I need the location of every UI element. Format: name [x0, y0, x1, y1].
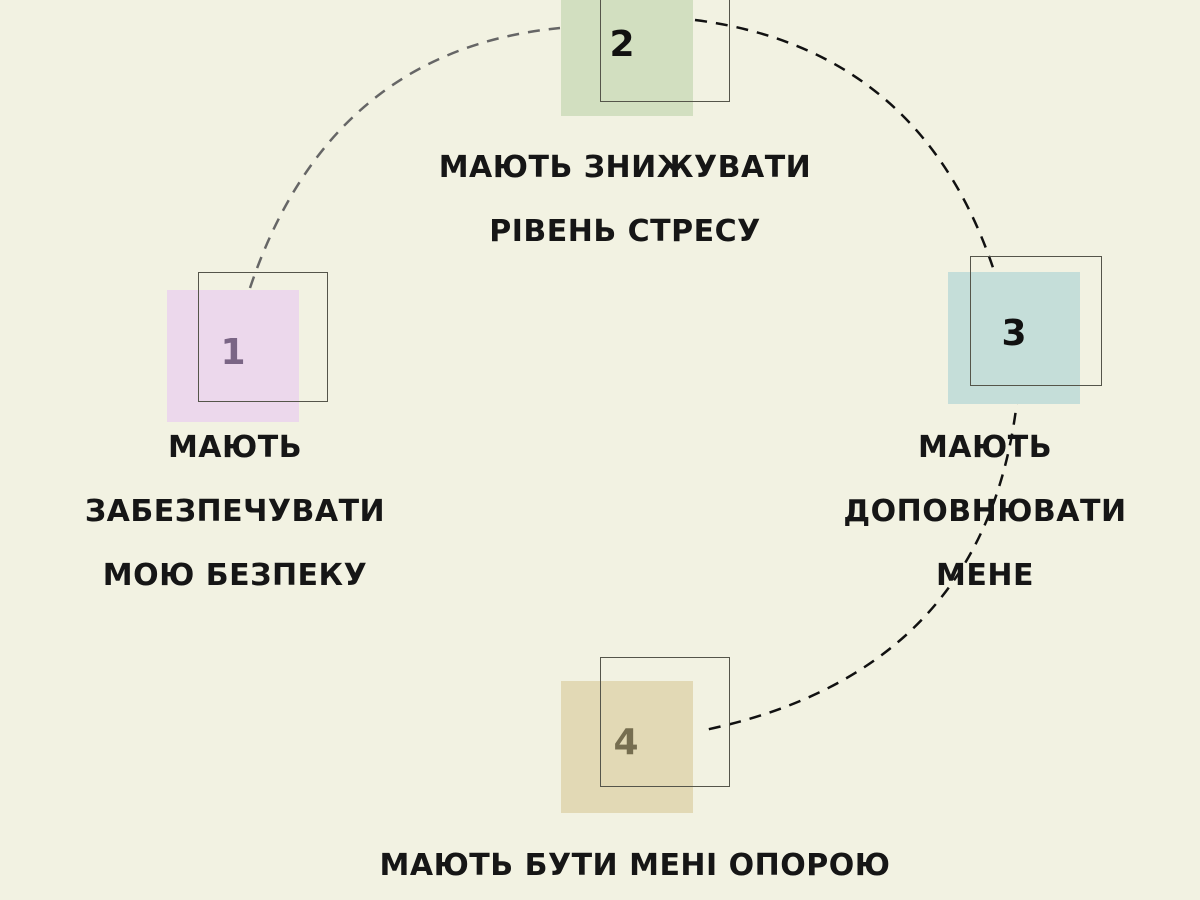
step-3-number: 3 [1001, 313, 1027, 354]
label-line: МОЮ БЕЗПЕКУ [102, 558, 368, 593]
step-2-label: МАЮТЬ ЗНИЖУВАТИ РІВЕНЬ СТРЕСУ [380, 136, 870, 264]
label-line: ДОПОВНЮВАТИ [843, 494, 1127, 529]
connector-2-3 [694, 18, 1002, 291]
step-4-frame [600, 657, 730, 787]
label-line: МАЮТЬ ЗНИЖУВАТИ [438, 150, 812, 185]
label-line: МАЮТЬ [167, 430, 303, 465]
step-4-label: МАЮТЬ БУТИ МЕНІ ОПОРОЮ [300, 834, 970, 898]
step-4-fill [561, 681, 693, 813]
step-1-frame [198, 272, 328, 402]
label-line: РІВЕНЬ СТРЕСУ [489, 214, 761, 249]
connector-1-2 [248, 26, 561, 289]
step-2-fill [561, 0, 693, 116]
connector-3-4 [704, 391, 1020, 732]
step-4-number: 4 [613, 722, 639, 763]
step-1-number: 1 [220, 332, 246, 373]
label-line: МЕНЕ [936, 558, 1034, 593]
step-3-label: МАЮТЬ ДОПОВНЮВАТИ МЕНЕ [790, 416, 1180, 608]
label-line: МАЮТЬ [917, 430, 1053, 465]
label-line: ЗАБЕЗПЕЧУВАТИ [84, 494, 386, 529]
label-line: МАЮТЬ БУТИ МЕНІ ОПОРОЮ [379, 848, 891, 883]
step-3-frame [970, 256, 1102, 386]
step-2-frame [600, 0, 730, 102]
step-1-fill [167, 290, 299, 422]
step-1-label: МАЮТЬ ЗАБЕЗПЕЧУВАТИ МОЮ БЕЗПЕКУ [40, 416, 430, 608]
step-2-number: 2 [609, 24, 635, 65]
